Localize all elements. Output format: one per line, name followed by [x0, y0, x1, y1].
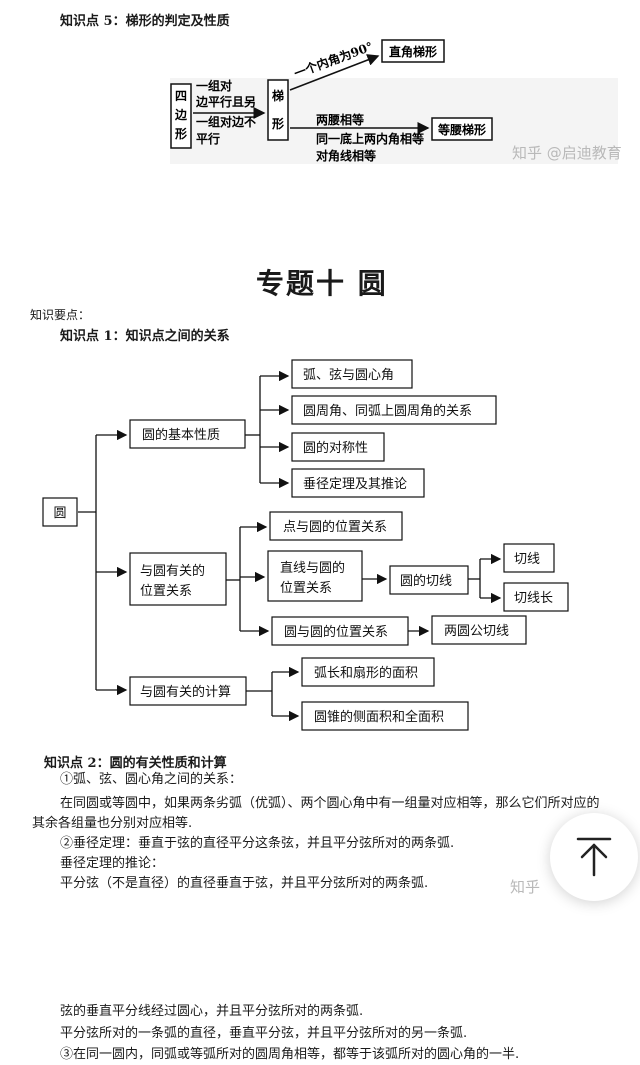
- line-position-label-1: 直线与圆的: [280, 560, 345, 576]
- tangent-length-box: [503, 582, 569, 612]
- point-position-label: 点与圆的位置关系: [283, 519, 387, 535]
- line-position-label-2: 位置关系: [280, 581, 332, 596]
- trapezoid-box: [267, 79, 289, 141]
- tangent-child-2: 切线长: [514, 591, 553, 606]
- basic-child-1: 弧、弦与圆心角: [303, 367, 394, 383]
- condition-line-2: 边平行且另: [195, 94, 256, 109]
- kp2-line-5: 垂径定理的推论：: [60, 856, 165, 871]
- bottom-line-3: ③在同一圆内，同弧或等弧所对的圆周角相等，都等于该弧所对的圆心角的一半.: [60, 1047, 520, 1062]
- position-box: [129, 552, 227, 606]
- points-label: 知识要点：: [30, 308, 91, 322]
- right-trapezoid-label: 直角梯形: [389, 44, 437, 59]
- line-position-box: [267, 550, 363, 602]
- basic-child-3: 圆的对称性: [303, 440, 368, 456]
- iso-trapezoid-box: [431, 117, 493, 141]
- kp1-heading: 知识点 1：知识点之间的关系: [60, 329, 230, 344]
- watermark-middle: 知乎: [510, 878, 541, 896]
- position-label-2: 位置关系: [140, 584, 192, 599]
- point-position-box: [269, 511, 403, 541]
- quad-label-2: 边: [174, 107, 188, 122]
- basic-child-4: 垂径定理及其推论: [303, 477, 407, 492]
- calc-child-1: 弧长和扇形的面积: [314, 665, 418, 681]
- kp2-line-1: ①弧、弦、圆心角之间的关系：: [60, 772, 243, 787]
- calc-label: 与圆有关的计算: [140, 684, 231, 700]
- trap-label-2: 形: [272, 117, 284, 131]
- basic-child-2: 圆周角、同弧上圆周角的关系: [303, 403, 472, 419]
- kp2-line-2: 在同圆或等圆中，如果两条劣弧（优弧）、两个圆心角中有一组量对应相等，那么它们所对…: [60, 796, 600, 811]
- inscribed-angle-box: [291, 395, 497, 425]
- circle-mindmap: 圆 圆的基本性质 弧、弦与圆心角 圆周角、同弧上圆周角的关系 圆的对称性 垂径定…: [42, 359, 569, 731]
- cone-area-box: [301, 701, 469, 731]
- circle-position-box: [271, 616, 409, 646]
- kp2-line-6: 平分弦（不是直径）的直径垂直于弦，并且平分弦所对的两条弧.: [60, 876, 429, 891]
- calc-box: [129, 676, 247, 706]
- bottom-line-2: 平分弦所对的一条弧的直径，垂直平分弦，并且平分弦所对的另一条弧.: [60, 1026, 468, 1041]
- condition-line-4: 平行: [196, 131, 220, 146]
- diagram-background: [170, 78, 618, 164]
- calc-child-2: 圆锥的侧面积和全面积: [314, 709, 444, 725]
- quad-label-3: 形: [175, 127, 187, 141]
- kp5-heading: 知识点 5：梯形的判定及性质: [60, 14, 230, 29]
- arc-chord-box: [291, 359, 413, 389]
- quadrilateral-box: [170, 83, 192, 149]
- arc-length-box: [301, 657, 435, 687]
- arrow-up-to-top-icon: [576, 837, 612, 877]
- iso-trapezoid-label: 等腰梯形: [437, 122, 486, 137]
- chapter-title: 专题十 圆: [256, 267, 388, 300]
- kp2-line-3: 其余各组量也分别对应相等.: [32, 816, 193, 831]
- angle-condition: 一个内角为90°: [292, 38, 375, 80]
- symmetry-box: [291, 432, 385, 462]
- tangent-line-box: [503, 543, 555, 573]
- trapezoid-diagram: 四 边 形 一组对 边平行且另 一组对边不 平行 梯 形 一个内角为90° 直角…: [170, 38, 618, 164]
- watermark-top: 知乎 @启迪教育: [512, 144, 622, 162]
- tangent-child-1: 切线: [514, 552, 540, 567]
- common-tangent-label: 两圆公切线: [444, 624, 509, 639]
- iso-condition-2: 同一底上两内角相等: [316, 131, 424, 146]
- back-to-top-button[interactable]: [550, 813, 638, 901]
- position-label-1: 与圆有关的: [140, 563, 205, 579]
- condition-line-3: 一组对边不: [196, 114, 256, 129]
- iso-condition-3: 对角线相等: [316, 148, 376, 163]
- right-trap-arrow: [289, 54, 380, 91]
- circle-position-label: 圆与圆的位置关系: [284, 624, 388, 640]
- basic-box: [129, 419, 246, 449]
- tangent-box: [389, 565, 469, 595]
- basic-label: 圆的基本性质: [142, 427, 220, 443]
- root-label: 圆: [53, 506, 66, 521]
- right-trapezoid-box: [381, 39, 445, 63]
- condition-line-1: 一组对: [196, 78, 232, 93]
- kp2-line-4: ②垂径定理：垂直于弦的直径平分这条弦，并且平分弦所对的两条弧.: [60, 836, 455, 851]
- perp-diameter-box: [291, 468, 425, 498]
- tangent-label: 圆的切线: [400, 573, 452, 589]
- iso-condition-1: 两腰相等: [316, 112, 364, 127]
- quad-label-1: 四: [175, 89, 187, 103]
- common-tangent-box: [431, 615, 527, 645]
- trap-label-1: 梯: [272, 88, 284, 103]
- root-box: [42, 497, 78, 527]
- bottom-line-1: 弦的垂直平分线经过圆心，并且平分弦所对的两条弧.: [60, 1004, 364, 1019]
- kp2-heading: 知识点 2：圆的有关性质和计算: [44, 756, 227, 771]
